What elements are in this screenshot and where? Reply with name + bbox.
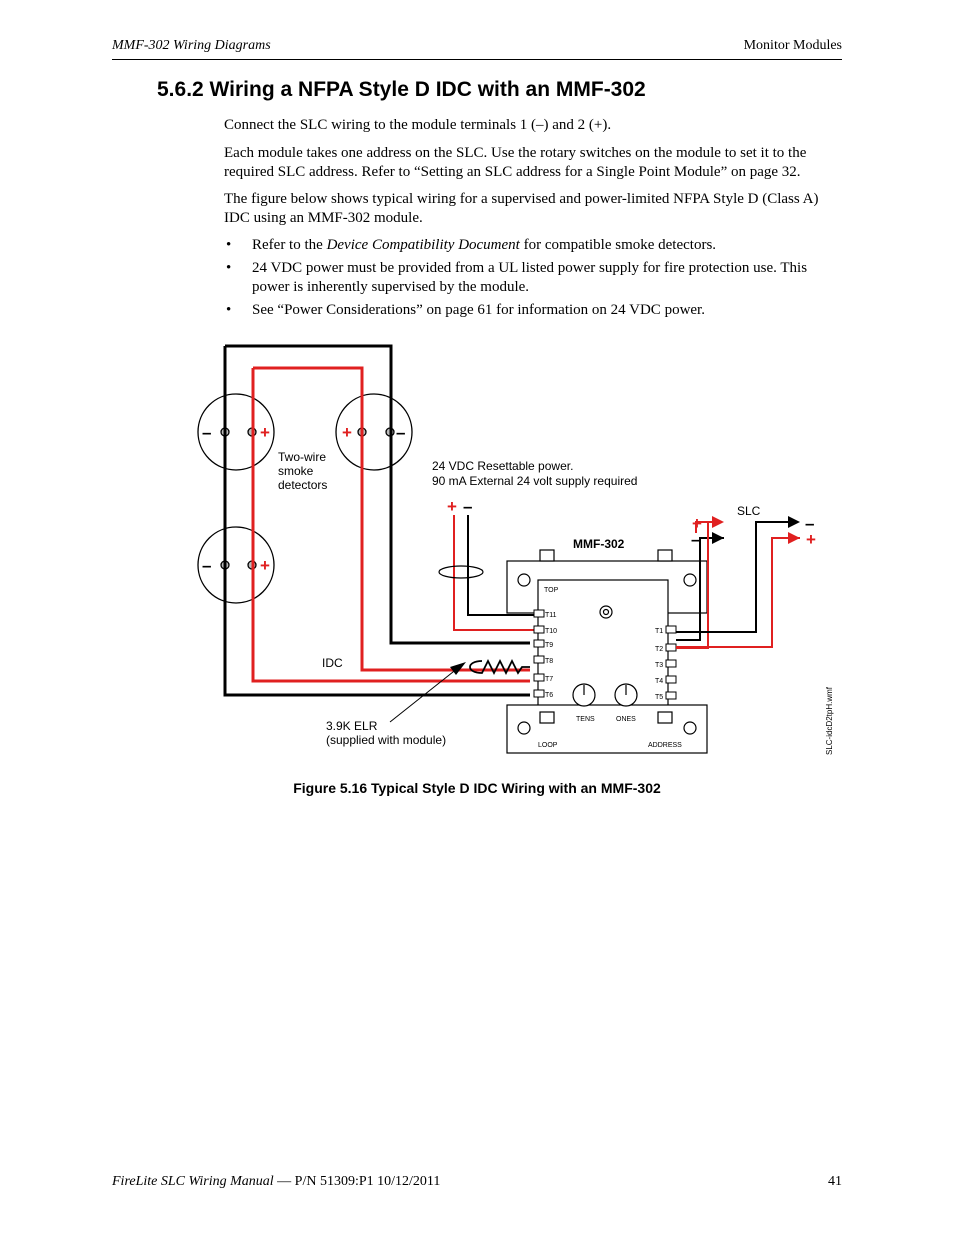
- terminal-right-4: T4: [655, 678, 663, 685]
- detector-plus: +: [260, 423, 270, 442]
- header-rule: [112, 59, 842, 60]
- detector-minus: –: [202, 556, 211, 575]
- idc-black-wire-left: [223, 346, 530, 697]
- detector-plus: +: [260, 556, 270, 575]
- footer-left: FireLite SLC Wiring Manual — P/N 51309:P…: [112, 1174, 441, 1189]
- idc-label: IDC: [322, 656, 343, 670]
- power-label-line-1: 24 VDC Resettable power.: [432, 459, 573, 473]
- detector-minus: –: [202, 423, 211, 442]
- power-red-wire: [453, 515, 536, 631]
- elr-label-line-2: (supplied with module): [326, 733, 446, 747]
- terminal-left-4: T8: [545, 658, 553, 665]
- paragraph-3: The figure below shows typical wiring fo…: [224, 191, 819, 226]
- terminal-right-2: T2: [655, 646, 663, 653]
- terminal-left-6: T6: [545, 692, 553, 699]
- terminal-left-3: T9: [545, 642, 553, 649]
- paragraph-2: Each module takes one address on the SLC…: [224, 145, 807, 180]
- section-title: 5.6.2 Wiring a NFPA Style D IDC with an …: [157, 78, 646, 101]
- terminal-right-5: T5: [655, 694, 663, 701]
- smoke-detector-bottom-left: [197, 526, 275, 604]
- idc-red-wire-outer: [253, 366, 530, 672]
- terminal-left-5: T7: [545, 676, 553, 683]
- detector-plus: +: [342, 423, 352, 442]
- elr-label-line-1: 3.9K ELR: [326, 719, 378, 733]
- figure-caption: Figure 5.16 Typical Style D IDC Wiring w…: [293, 780, 661, 796]
- device-compat-doc-ref: Device Compatibility Document: [326, 237, 520, 253]
- header-left: MMF-302 Wiring Diagrams: [112, 38, 271, 53]
- header-right: Monitor Modules: [743, 38, 842, 53]
- module-mark-loop: LOOP: [538, 742, 558, 749]
- module-mark-top: TOP: [544, 587, 559, 594]
- slc-right-plus: +: [806, 530, 816, 549]
- detector-minus: –: [396, 423, 405, 442]
- elr-resistor: [469, 658, 530, 676]
- slc-right-minus: –: [805, 514, 814, 533]
- bullet-1: •Refer to the Device Compatibility Docum…: [226, 237, 717, 253]
- idc-black-wire-outer: [225, 344, 530, 645]
- smoke-detector-top-right: [335, 393, 413, 471]
- power-wire-twist-marker: [438, 565, 484, 579]
- terminal-right-1: T1: [655, 628, 663, 635]
- idc-red-wire-left: [251, 368, 530, 683]
- page-number: 41: [828, 1174, 842, 1189]
- detector-label-line-2: smoke: [278, 464, 314, 478]
- figure-file-name: SLC-idcD2tpH.wmf: [825, 686, 834, 755]
- bullet-list: •Refer to the Device Compatibility Docum…: [224, 236, 842, 324]
- power-minus: –: [463, 497, 472, 516]
- bullet-3: •See “Power Considerations” on page 61 f…: [226, 302, 705, 318]
- elr-pointer-arrowhead: [450, 662, 466, 675]
- terminal-left-2: T10: [545, 628, 557, 635]
- slc-arrowheads: [712, 516, 800, 544]
- module-mark-tens: TENS: [576, 716, 595, 723]
- power-label-line-2: 90 mA External 24 volt supply required: [432, 474, 637, 488]
- power-plus: +: [447, 497, 457, 516]
- slc-label: SLC: [737, 504, 761, 518]
- paragraph-1: Connect the SLC wiring to the module ter…: [224, 117, 612, 133]
- terminal-left-1: T11: [545, 612, 557, 619]
- slc-red-wire-out: [676, 537, 800, 648]
- detector-label-line-1: Two-wire: [278, 450, 326, 464]
- terminal-right-3: T3: [655, 662, 663, 669]
- detector-label-line-3: detectors: [278, 478, 327, 492]
- slc-left-minus: –: [691, 530, 700, 549]
- terminal-block-left: [533, 609, 545, 698]
- module-label: MMF-302: [573, 537, 625, 551]
- power-black-wire: [467, 515, 536, 616]
- module-mark-ones: ONES: [616, 716, 636, 723]
- elr-pointer-line: [389, 667, 459, 723]
- mmf-302-module: [506, 549, 708, 754]
- slc-red-wire-in: [695, 521, 708, 533]
- module-mark-address: ADDRESS: [648, 742, 682, 749]
- slc-black-wire-out: [676, 521, 790, 633]
- bullet-2: •24 VDC power must be provided from a UL…: [226, 260, 808, 295]
